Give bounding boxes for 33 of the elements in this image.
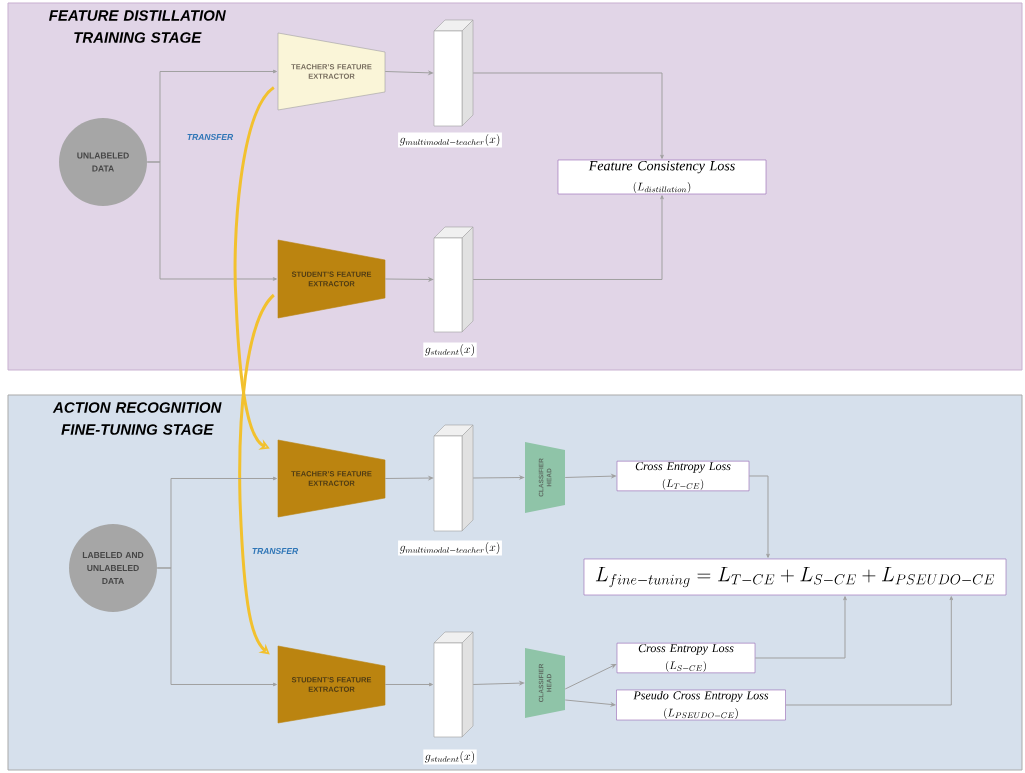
feature-block <box>433 19 474 127</box>
feature-block <box>433 424 474 532</box>
edge-label: TRANSFER <box>252 548 299 554</box>
arrow <box>233 86 275 450</box>
arrow <box>564 699 616 707</box>
arrow <box>748 475 770 558</box>
loss-box: Cross Entropy Loss $(L_{S-CE})$ <box>616 642 756 674</box>
arrow <box>564 474 616 478</box>
arrow <box>146 161 277 281</box>
loss-box: Pseudo Cross Entropy Loss $(L_{PSEUDO-CE})$ <box>616 689 786 721</box>
arrow <box>472 195 664 280</box>
arrow <box>384 71 433 75</box>
loss-box: Feature Consistency Loss $(L_{distillation})$ <box>557 159 767 195</box>
arrow <box>472 475 524 480</box>
loss-equation: $L_{fine-tuning} = L_{T-CE} + L_{S-CE} + L_{PSEUDO-CE}$ <box>583 558 1007 596</box>
arrow <box>472 72 664 159</box>
edge-label: TRANSFER <box>187 134 234 140</box>
arrow <box>238 294 275 655</box>
feature-block <box>433 226 474 333</box>
feature-label: $g_{student}(x)$ <box>423 342 477 358</box>
loss-box: Cross Entropy Loss $(L_{T-CE})$ <box>616 460 750 492</box>
arrow <box>785 596 954 706</box>
feature-label: $g_{student}(x)$ <box>423 749 477 765</box>
arrow <box>384 277 433 282</box>
arrow <box>384 476 433 480</box>
arrow <box>384 682 433 687</box>
feature-label: $g_{multimodal-teacher}(x)$ <box>398 540 502 556</box>
arrow <box>564 664 617 690</box>
feature-label: $g_{multimodal-teacher}(x)$ <box>398 132 502 148</box>
feature-block <box>433 631 474 738</box>
arrow <box>754 596 847 659</box>
arrow <box>156 567 277 687</box>
arrow <box>472 681 524 685</box>
